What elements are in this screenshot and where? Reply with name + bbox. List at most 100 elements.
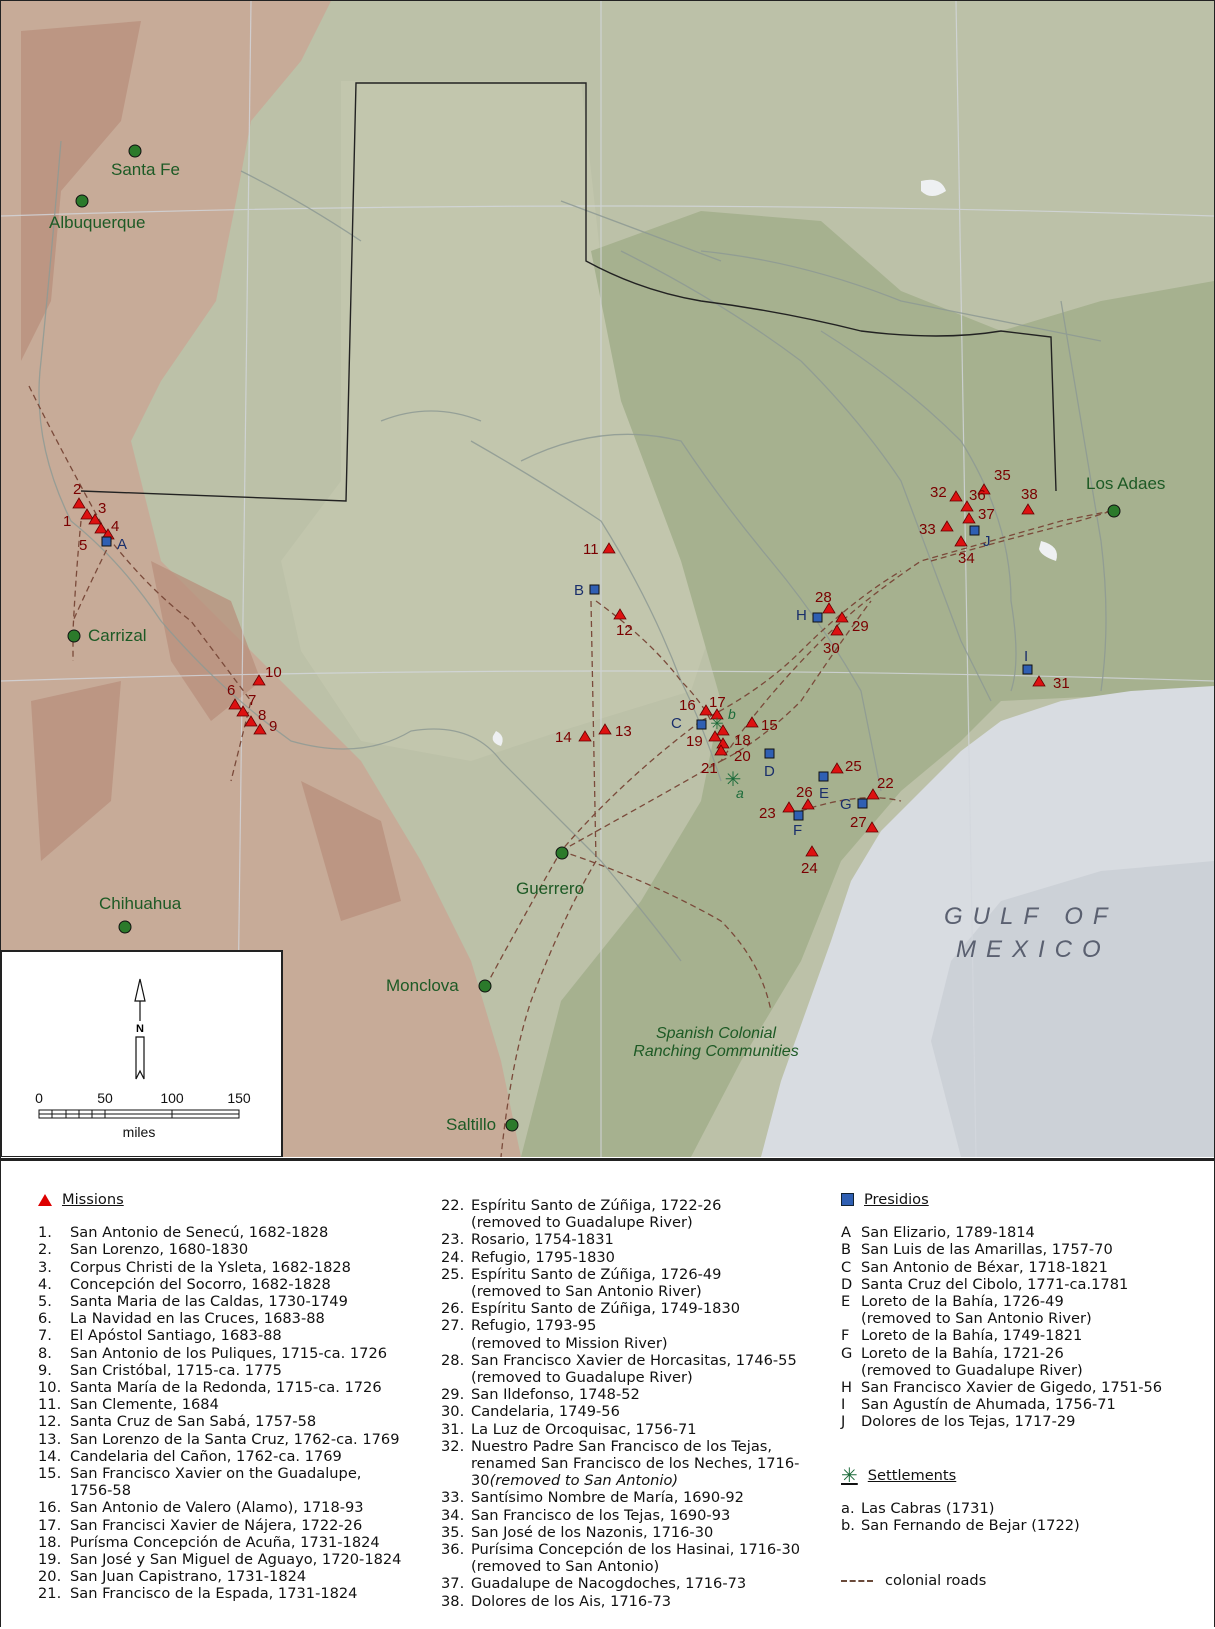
mission-27[interactable]: 27 [850, 814, 879, 833]
settlement-a[interactable]: ✳a [725, 769, 744, 801]
presidio-c[interactable]: C [671, 715, 707, 732]
svg-text:33: 33 [919, 521, 936, 538]
mission-3[interactable]: 3 [88, 500, 106, 525]
svg-text:25: 25 [845, 758, 862, 775]
mission-20[interactable]: 20 [716, 737, 751, 765]
mission-1[interactable]: 1 [63, 508, 94, 530]
mission-2[interactable]: 2 [72, 481, 86, 509]
legend-entry-text: Dolores de los Ais, 1716-73 [471, 1592, 672, 1610]
town-santa-fe[interactable]: Santa Fe [111, 144, 180, 179]
mission-22[interactable]: 22 [866, 775, 894, 800]
mission-28[interactable]: 28 [815, 589, 836, 614]
north-arrow-icon: N [134, 978, 146, 1080]
presidio-i[interactable]: I [1022, 648, 1033, 675]
mission-15[interactable]: 15 [745, 716, 778, 734]
mission-31[interactable]: 31 [1032, 675, 1070, 692]
mission-34[interactable]: 34 [954, 535, 975, 567]
mission-14[interactable]: 14 [555, 729, 592, 746]
svg-text:I: I [1024, 648, 1028, 665]
mission-19[interactable]: 19 [686, 730, 722, 750]
legend-entry-key: 4. [38, 1275, 52, 1293]
legend-entry: 23.Rosario, 1754-1831 [441, 1231, 800, 1248]
mission-24[interactable]: 24 [801, 845, 819, 877]
mission-4[interactable]: 4 [94, 518, 119, 535]
mission-7[interactable]: 7 [236, 692, 256, 717]
mission-37[interactable]: 37 [962, 506, 995, 524]
svg-text:36: 36 [969, 487, 986, 504]
town-carrizal[interactable]: Carrizal [67, 626, 147, 645]
mission-6[interactable]: 6 [227, 682, 242, 710]
legend-entry: 1.San Antonio de Senecú, 1682-1828 [38, 1224, 401, 1241]
mission-11[interactable]: 11 [583, 541, 616, 558]
svg-text:2: 2 [73, 481, 81, 498]
svg-text:17: 17 [709, 694, 726, 711]
legend-entry-text: Refugio, 1795-1830 [471, 1248, 615, 1266]
legend-entry-key: G [841, 1344, 853, 1362]
mission-23[interactable]: 23 [759, 801, 796, 822]
mission-9[interactable]: 9 [253, 718, 277, 735]
presidio-e[interactable]: E [818, 771, 829, 802]
mission-8[interactable]: 8 [244, 707, 266, 727]
town-chihuahua[interactable]: Chihuahua [99, 894, 182, 934]
legend-entry: 20.San Juan Capistrano, 1731-1824 [38, 1568, 401, 1585]
legend-entry-key: 12. [38, 1413, 62, 1431]
presidio-f[interactable]: F [793, 810, 804, 839]
legend-entry-text: Santa María de la Redonda, 1715-ca. 1726 [70, 1379, 382, 1397]
presidio-d[interactable]: D [764, 748, 775, 780]
legend-entry-text: (removed to San Antonio River) [861, 1310, 1092, 1328]
legend-entry: (removed to Guadalupe River) [441, 1214, 800, 1231]
svg-text:24: 24 [801, 860, 818, 877]
mission-32[interactable]: 32 [930, 484, 963, 502]
legend-entry-key: 30. [441, 1403, 465, 1421]
legend-presidios-heading: Presidios [841, 1191, 1162, 1208]
presidio-b[interactable]: B [574, 582, 600, 599]
legend-entry: 22.Espíritu Santo de Zúñiga, 1722-26 [441, 1197, 800, 1214]
legend-entry-text: San Francisco Xavier de Horcasitas, 1746… [471, 1351, 797, 1369]
town-albuquerque[interactable]: Albuquerque [49, 194, 145, 232]
mission-38[interactable]: 38 [1021, 486, 1038, 515]
mission-33[interactable]: 33 [919, 520, 954, 538]
state-border [80, 82, 1057, 502]
legend-entry-key [441, 1558, 471, 1575]
mission-13[interactable]: 13 [598, 723, 632, 740]
mission-16[interactable]: 16 [679, 697, 713, 716]
legend-entry: 25. Espíritu Santo de Zúñiga, 1726-49 [441, 1266, 800, 1283]
town-los-adaes[interactable]: Los Adaes [1086, 474, 1165, 518]
town-monclova[interactable]: Monclova [386, 976, 492, 995]
mission-35[interactable]: 35 [977, 467, 1011, 495]
map[interactable]: Santa Fe Albuquerque Carrizal Chihuahua … [1, 1, 1214, 1157]
mission-18[interactable]: 18 [716, 724, 751, 749]
mission-10[interactable]: 10 [252, 664, 282, 686]
presidio-g[interactable]: G [840, 796, 868, 813]
settlement-b[interactable]: ✳b [710, 706, 736, 733]
svg-text:9: 9 [269, 718, 277, 735]
town-guerrero[interactable]: Guerrero [516, 846, 584, 898]
settlements: ✳a ✳b [710, 706, 744, 801]
svg-text:10: 10 [265, 664, 282, 681]
mission-29[interactable]: 29 [835, 611, 869, 635]
mission-21[interactable]: 21 [701, 744, 728, 777]
mission-26[interactable]: 26 [796, 784, 815, 810]
presidio-h[interactable]: H [796, 607, 823, 624]
mission-12[interactable]: 12 [613, 608, 633, 639]
legend-entry: 28.San Francisco Xavier de Horcasitas, 1… [441, 1352, 800, 1369]
legend-entry-text: La Navidad en las Cruces, 1683-88 [70, 1310, 325, 1328]
legend-entry-key: 1. [38, 1224, 52, 1242]
legend-entry: 34.San Francisco de los Tejas, 1690-93 [441, 1507, 800, 1524]
legend-entry: 8.San Antonio de los Puliques, 1715-ca. … [38, 1345, 401, 1362]
mission-30[interactable]: 30 [823, 624, 844, 657]
mission-17[interactable]: 17 [709, 694, 726, 720]
town-saltillo[interactable]: Saltillo [446, 1115, 519, 1134]
mission-25[interactable]: 25 [830, 758, 862, 775]
legend-entry-text: Santa Cruz del Cibolo, 1771-ca.1781 [861, 1275, 1129, 1293]
mission-36[interactable]: 36 [960, 487, 986, 512]
svg-text:Los Adaes: Los Adaes [1086, 474, 1165, 493]
presidio-j[interactable]: J [969, 525, 991, 550]
legend: Missions 1.San Antonio de Senecú, 1682-1… [1, 1158, 1214, 1629]
presidio-a[interactable]: A [101, 536, 127, 553]
